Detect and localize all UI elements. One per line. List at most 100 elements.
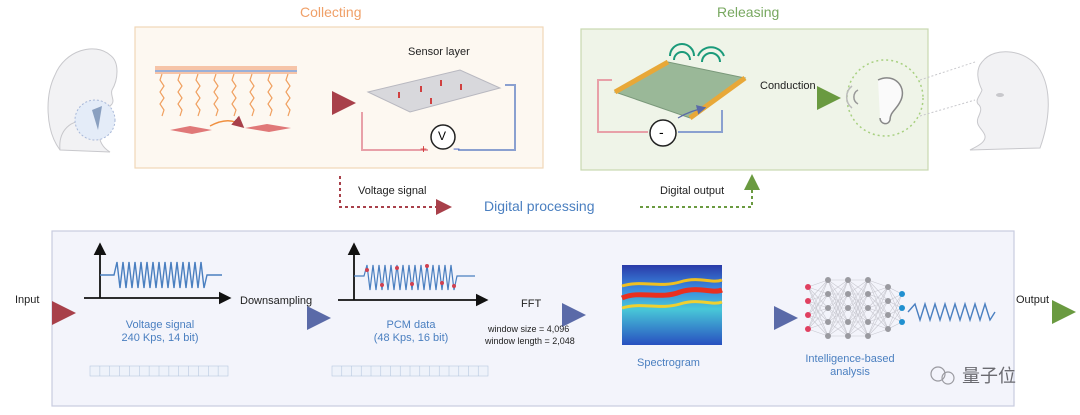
nn-node [805, 298, 811, 304]
nn-link [867, 286, 889, 295]
sensor-circuit [361, 69, 516, 151]
nn-node [845, 291, 851, 297]
voltage-signal-spec: 240 Kps, 14 bit) [121, 332, 199, 344]
nn-node [845, 305, 851, 311]
nn-link [867, 279, 889, 288]
speaker-circuit [597, 59, 747, 147]
releasing-title: Releasing [717, 4, 780, 20]
analysis-label-line1: Intelligence-based [805, 353, 895, 365]
nn-link [847, 279, 869, 295]
neural-network-icon [805, 277, 905, 339]
analysis-label-line2: analysis [830, 366, 870, 378]
nn-node [885, 298, 891, 304]
nn-node [825, 277, 831, 283]
nn-link [867, 286, 889, 309]
nn-link [807, 293, 829, 330]
pcm-data-spec: (48 Kps, 16 bit) [373, 332, 449, 344]
nn-node [865, 319, 871, 325]
nn-link [807, 307, 829, 330]
voltmeter-symbol: V [438, 129, 447, 143]
spectrogram-image [620, 265, 723, 345]
left-head-illustration [47, 48, 118, 153]
nn-node [865, 291, 871, 297]
pcm-data-plot [338, 242, 489, 307]
nn-link [867, 300, 889, 337]
ear-icon [845, 59, 976, 137]
nn-link [807, 279, 829, 330]
nn-node [845, 333, 851, 339]
collecting-title: Collecting [300, 4, 362, 20]
nn-link [827, 279, 849, 295]
fft-window-size: window size = 4,096 [488, 324, 570, 334]
nn-link [847, 321, 869, 337]
nn-link [847, 293, 869, 337]
nn-node [825, 319, 831, 325]
plus-sign: + [420, 142, 428, 156]
watermark-text: 量子位 [962, 366, 1016, 387]
nn-link [867, 286, 889, 337]
nn-link [867, 328, 889, 337]
nn-node [865, 277, 871, 283]
nn-link [867, 314, 889, 337]
nn-link [827, 279, 849, 309]
nn-link [887, 293, 903, 330]
nn-node [885, 326, 891, 332]
nn-link [847, 279, 869, 323]
source-icon [649, 119, 677, 147]
output-waveform [907, 301, 996, 323]
nn-node [845, 319, 851, 325]
nn-link [887, 293, 903, 316]
nn-link [807, 328, 829, 337]
minus-sign: − [453, 142, 461, 156]
nn-link [807, 279, 829, 288]
nn-link [847, 307, 869, 337]
nn-node [865, 305, 871, 311]
nn-node [805, 312, 811, 318]
nn-link [847, 279, 869, 309]
nn-link [827, 307, 849, 337]
processing-panel [51, 230, 1015, 407]
fft-window-length: window length = 2,048 [485, 336, 575, 346]
input-label: Input [15, 294, 40, 306]
conduction-label: Conduction [760, 80, 816, 92]
voltage-signal-connector-label: Voltage signal [358, 185, 427, 197]
nn-link [827, 279, 849, 337]
nn-link [827, 321, 849, 337]
nn-node [825, 305, 831, 311]
voltmeter-icon [430, 124, 456, 150]
nn-node [899, 319, 905, 325]
sensor-layer-label: Sensor layer [408, 46, 470, 58]
nn-node [845, 277, 851, 283]
wifi-waves-icon [669, 43, 725, 63]
nn-node [805, 326, 811, 332]
nn-link [807, 279, 829, 316]
nn-node [885, 284, 891, 290]
nn-node [885, 312, 891, 318]
output-label: Output [1016, 294, 1050, 306]
nn-node [865, 333, 871, 339]
digital-processing-label: Digital processing [484, 198, 595, 214]
nn-link [847, 279, 869, 337]
nn-link [867, 286, 889, 323]
collecting-panel [134, 26, 544, 169]
nn-node [825, 291, 831, 297]
watermark-logo-icon [930, 366, 955, 385]
nn-node [899, 291, 905, 297]
nn-node [825, 333, 831, 339]
digital-output-connector [640, 174, 760, 208]
sensor-fibers [155, 66, 297, 134]
nn-link [827, 293, 849, 337]
right-head-illustration [969, 51, 1049, 151]
spectrogram-label: Spectrogram [637, 357, 700, 369]
downsampling-label: Downsampling [240, 295, 313, 307]
nn-link [807, 321, 829, 330]
nn-node [899, 305, 905, 311]
nn-node [805, 284, 811, 290]
nn-link [887, 307, 903, 330]
fft-label: FFT [521, 298, 542, 310]
pcm-data-title: PCM data [386, 319, 436, 331]
voltage-signal-plot [84, 242, 232, 305]
nn-link [807, 279, 829, 302]
digital-output-label: Digital output [660, 185, 725, 197]
